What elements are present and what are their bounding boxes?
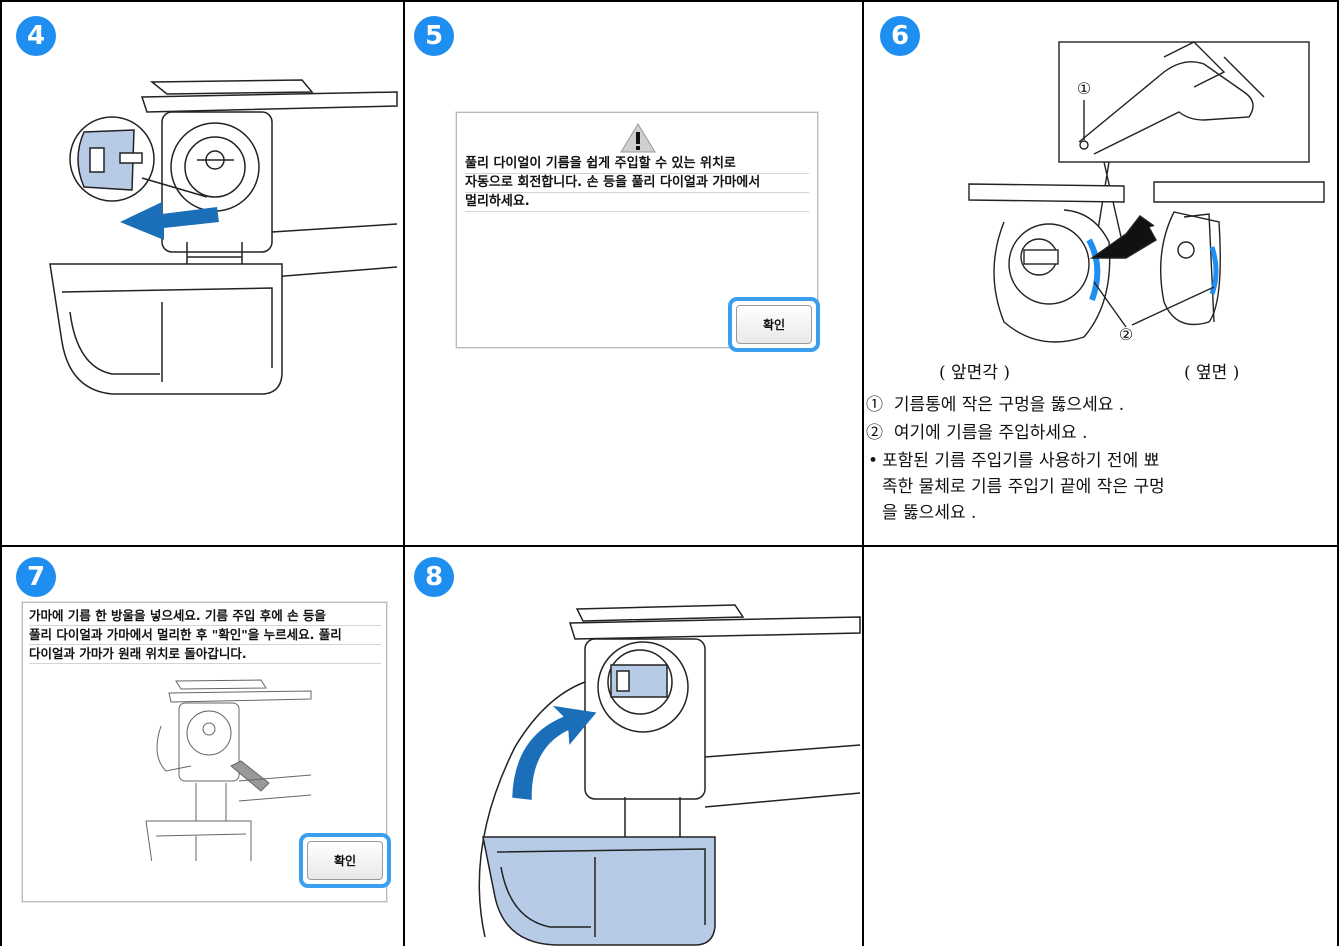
note-marker: ② [866,423,883,443]
grid-line [862,0,864,946]
step-8-illustration [478,604,861,946]
grid-line [1337,0,1339,946]
grid-line [403,0,405,946]
bullet-line: 을 뚫으세요 . [882,503,977,523]
ok-button[interactable]: 확인 [299,833,391,888]
step-7-message: 가마에 기름 한 방울을 넣으세요. 기름 주입 후에 손 등을 풀리 다이얼과… [29,607,381,664]
note-1: ① 기름통에 작은 구멍을 뚫으세요 . [866,392,1326,418]
message-line: 멀리하세요. [465,193,809,212]
step-5-cell: 5 풀리 다이얼이 기름을 쉽게 주입할 수 있는 위치로 자동으로 회전합니다… [405,2,862,545]
step-4-badge: 4 [16,16,56,56]
grid-line [0,0,1339,2]
message-line: 다이얼과 가마가 원래 위치로 돌아갑니다. [29,645,381,664]
step-8-cell: 8 [405,547,862,946]
step-6-badge: 6 [880,16,920,56]
message-line: 풀리 다이얼이 기름을 쉽게 주입할 수 있는 위치로 [465,155,809,174]
step-7-cell: 7 가마에 기름 한 방울을 넣으세요. 기름 주입 후에 손 등을 풀리 다이… [2,547,403,946]
step-6-cell: 6 ① [864,2,1337,545]
step-4-cell: 4 [2,2,403,545]
step-7-badge: 7 [16,557,56,597]
step-4-illustration [49,79,398,395]
caption-front-view: ( 앞면각 ) [939,363,1010,383]
bullet-marker: • [868,451,879,471]
message-line: 풀리 다이얼과 가마에서 멀리한 후 "확인"을 누르세요. 풀리 [29,626,381,645]
grid-line [0,0,2,946]
grid-line [0,545,1339,547]
step-8-badge: 8 [414,557,454,597]
warning-icon [620,123,656,153]
step-5-message: 풀리 다이얼이 기름을 쉽게 주입할 수 있는 위치로 자동으로 회전합니다. … [465,155,809,212]
bullet-line: 포함된 기름 주입기를 사용하기 전에 뾰 [882,451,1160,471]
oiling-illustration [145,679,312,861]
message-line: 가마에 기름 한 방울을 넣으세요. 기름 주입 후에 손 등을 [29,607,381,626]
ok-button-label: 확인 [307,841,383,880]
callout-1-label: ① [1077,79,1091,98]
note-text: 기름통에 작은 구멍을 뚫으세요 . [893,395,1125,415]
note-text: 여기에 기름을 주입하세요 . [893,423,1088,443]
note-2: ② 여기에 기름을 주입하세요 . [866,420,1326,446]
note-marker: ① [866,395,883,415]
ok-button-label: 확인 [736,305,812,344]
bullet-line: 족한 물체로 기름 주입기 끝에 작은 구멍 [882,477,1165,497]
message-line: 자동으로 회전합니다. 손 등을 풀리 다이얼과 가마에서 [465,174,809,193]
step-6-illustration: ① ② [968,41,1325,344]
ok-button[interactable]: 확인 [728,297,820,352]
bullet-note: • 포함된 기름 주입기를 사용하기 전에 뾰 족한 물체로 기름 주입기 끝에… [866,448,1332,526]
empty-cell [864,547,1337,946]
step-5-badge: 5 [414,16,454,56]
callout-2-label: ② [1119,325,1133,344]
caption-side-view: ( 옆면 ) [1184,363,1240,383]
